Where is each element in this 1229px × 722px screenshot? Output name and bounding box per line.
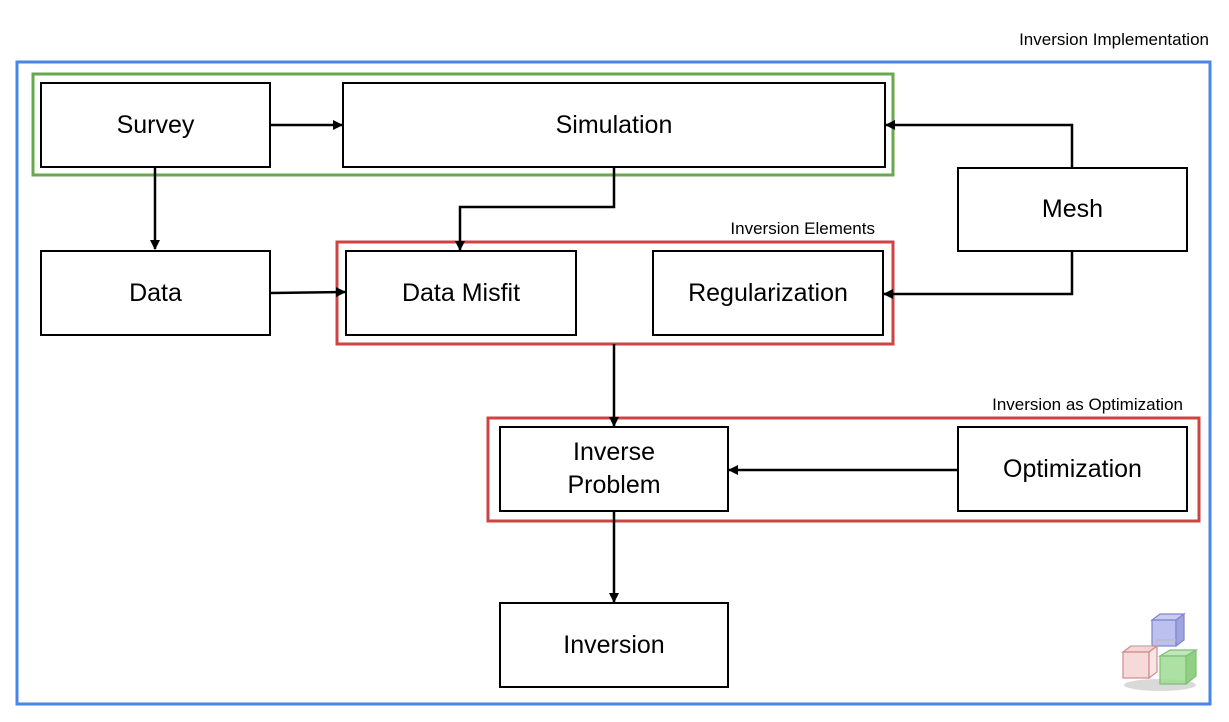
inversion-label: Inversion [563,630,665,659]
edge-simulation-to-data-misfit [455,168,616,251]
simulation-label: Simulation [555,110,673,139]
inverse-problem-label-line2: Problem [567,471,661,499]
inversion-as-optimization-frame [486,416,1201,523]
survey-node: Survey [40,82,271,168]
data-label: Data [129,278,182,307]
inversion-node: Inversion [499,602,729,688]
data-misfit-node: Data Misfit [345,250,577,336]
data-node: Data [40,250,271,336]
inverse-problem-label-line1: Inverse [573,438,655,466]
optimization-node: Optimization [957,426,1188,512]
data-misfit-label: Data Misfit [401,278,521,307]
inverse-problem-node: Inverse Problem [499,426,729,512]
inversion-implementation-frame [15,60,1212,706]
edge-mesh-to-simulation [885,120,1074,167]
optimization-label: Optimization [1003,454,1142,483]
simulation-node: Simulation [342,82,886,168]
mesh-node: Mesh [957,167,1188,252]
edge-mesh-to-regularization [883,252,1074,299]
inversion-elements-label: Inversion Elements [730,219,875,238]
regularization-node: Regularization [652,250,884,336]
survey-label: Survey [116,110,195,139]
regularization-label: Regularization [688,278,848,307]
edge-data-to-data-misfit [270,287,346,298]
cube-logo-icon [1121,612,1199,691]
inversion-as-optimization-label: Inversion as Optimization [992,395,1183,414]
mesh-label: Mesh [1041,195,1104,223]
inversion-implementation-label: Inversion Implementation [1019,30,1209,49]
